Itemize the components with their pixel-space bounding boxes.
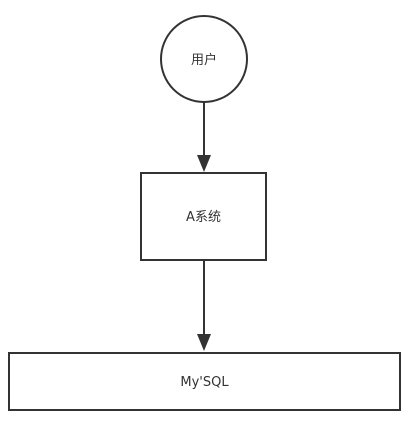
system-a-node-label: A系统 xyxy=(186,210,221,225)
database-node[interactable]: My'SQL xyxy=(8,352,401,411)
user-node-label: 用户 xyxy=(191,52,217,68)
arrow-head-icon xyxy=(197,155,211,172)
database-node-shape xyxy=(8,352,401,411)
system-a-node-shape xyxy=(140,172,267,261)
edge-user-to-system-a xyxy=(197,102,211,172)
database-node-label: My'SQL xyxy=(180,375,229,390)
edge-system-a-to-database xyxy=(197,260,211,351)
arrow-head-icon xyxy=(197,334,211,351)
system-a-node[interactable]: A系统 xyxy=(140,172,267,261)
user-node[interactable]: 用户 xyxy=(160,15,248,103)
